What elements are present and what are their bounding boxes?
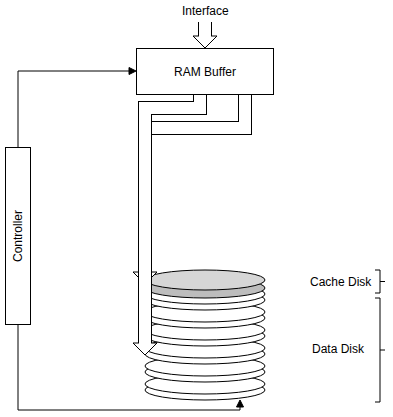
data-disk: Data Disk (145, 298, 378, 400)
node-label: Cache Disk (310, 275, 371, 289)
controller-box: Controller (5, 147, 31, 325)
interface-arrow (193, 21, 217, 48)
data-bracket (375, 298, 385, 402)
interface-label: Interface (182, 4, 229, 18)
control-line (18, 325, 244, 410)
cache-bracket (375, 270, 385, 293)
buffer-box: RAM Buffer (136, 48, 274, 95)
data-path-arrow (133, 95, 200, 355)
node-label: RAM Buffer (174, 65, 236, 79)
control-line (18, 68, 136, 148)
node-label: Controller (11, 210, 25, 262)
disk-platters (145, 270, 265, 400)
node-label: Data Disk (312, 342, 364, 356)
cache-disk: Cache Disk (145, 268, 378, 296)
